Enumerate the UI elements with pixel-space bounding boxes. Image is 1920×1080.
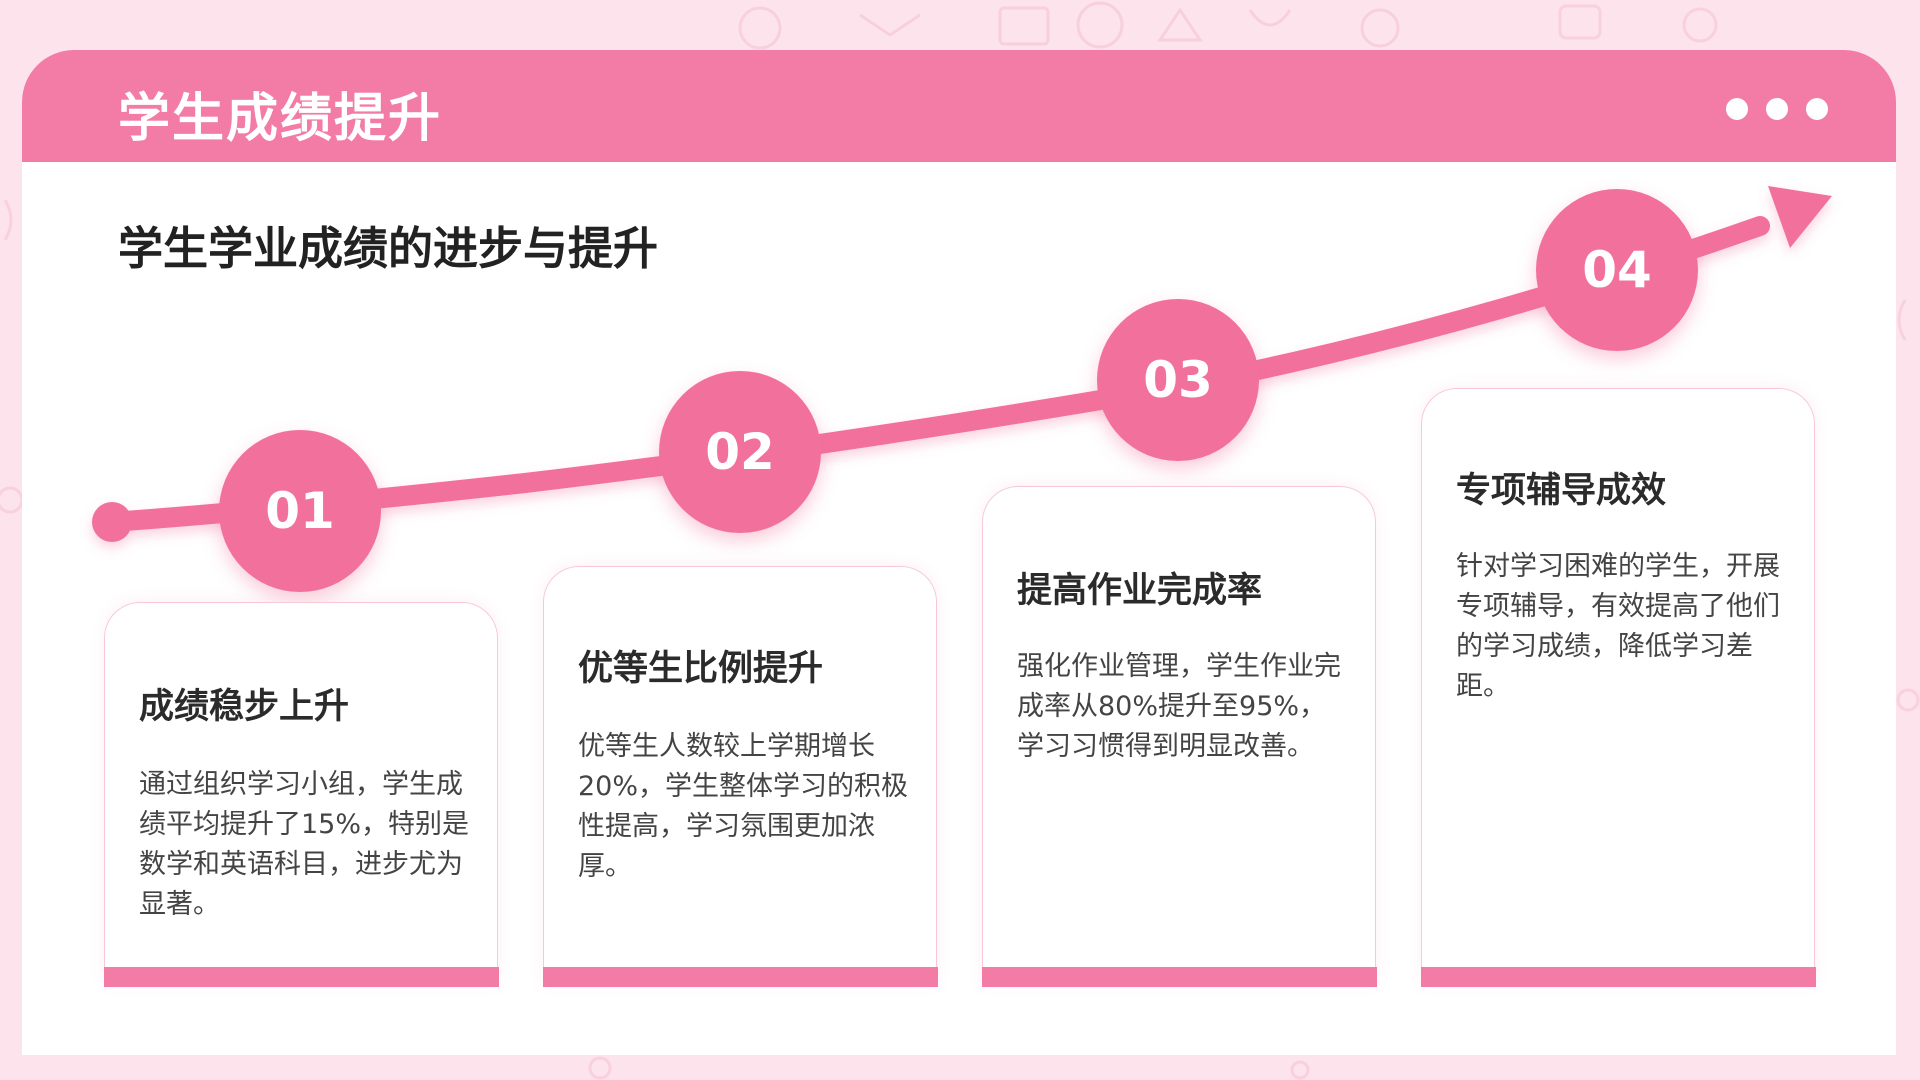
step-card-02: 优等生比例提升 优等生人数较上学期增长20%，学生整体学习的积极性提高，学习氛围… <box>542 566 938 987</box>
page-title: 学生成绩提升 <box>118 89 443 149</box>
card-description: 通过组织学习小组，学生成绩平均提升了15%，特别是数学和英语科目，进步尤为显著。 <box>139 769 470 920</box>
card-accent-bar <box>542 967 938 987</box>
dot-icon <box>1806 98 1828 120</box>
card-description: 针对学习困难的学生，开展专项辅导，有效提高了他们的学习成绩，降低学习差距。 <box>1456 551 1780 702</box>
step-number-01: 01 <box>219 430 381 592</box>
step-card-04: 专项辅导成效 针对学习困难的学生，开展专项辅导，有效提高了他们的学习成绩，降低学… <box>1420 388 1816 987</box>
card-title: 提高作业完成率 <box>1017 571 1263 611</box>
card-accent-bar <box>981 967 1377 987</box>
step-number-02: 02 <box>659 371 821 533</box>
card-description: 强化作业管理，学生作业完成率从80%提升至95%，学习习惯得到明显改善。 <box>1017 651 1341 762</box>
card-accent-bar <box>103 967 499 987</box>
card-title: 优等生比例提升 <box>578 649 824 689</box>
title-bar: 学生成绩提升 <box>22 50 1896 162</box>
step-card-03: 提高作业完成率 强化作业管理，学生作业完成率从80%提升至95%，学习习惯得到明… <box>981 486 1377 987</box>
card-accent-bar <box>1420 967 1816 987</box>
card-title: 专项辅导成效 <box>1456 471 1667 511</box>
dot-icon <box>1766 98 1788 120</box>
more-dots-icon[interactable] <box>1726 98 1828 120</box>
section-subtitle: 学生学业成绩的进步与提升 <box>118 222 659 275</box>
step-card-01: 成绩稳步上升 通过组织学习小组，学生成绩平均提升了15%，特别是数学和英语科目，… <box>103 602 499 987</box>
card-description: 优等生人数较上学期增长20%，学生整体学习的积极性提高，学习氛围更加浓厚。 <box>578 731 909 882</box>
step-number-04: 04 <box>1536 189 1698 351</box>
step-number-03: 03 <box>1097 299 1259 461</box>
card-title: 成绩稳步上升 <box>139 687 350 727</box>
dot-icon <box>1726 98 1748 120</box>
